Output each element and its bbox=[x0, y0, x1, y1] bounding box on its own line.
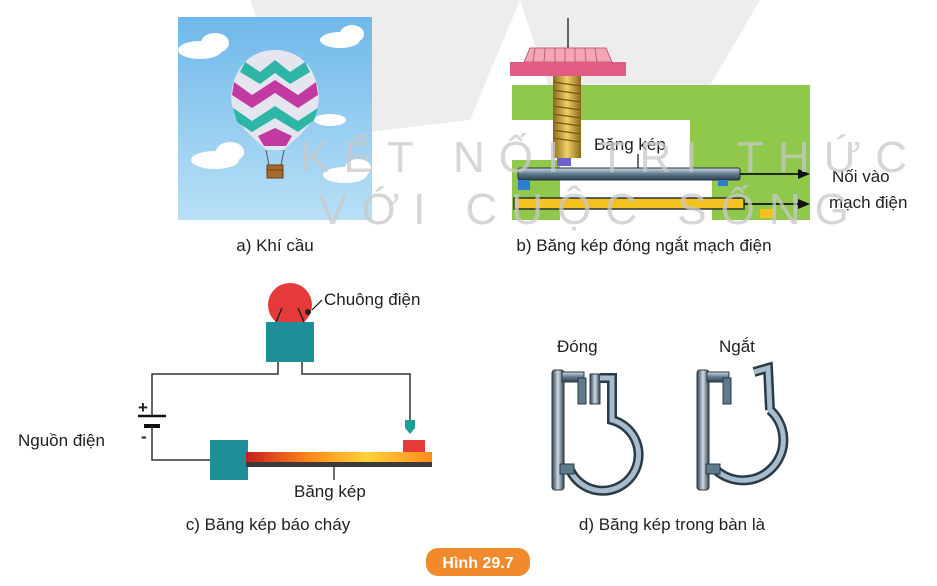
panel-d-iron bbox=[551, 361, 789, 496]
caption-a: a) Khí cầu bbox=[236, 236, 314, 255]
bell-hammer bbox=[305, 309, 311, 315]
circuit-wires bbox=[151, 360, 411, 461]
alarm-contact bbox=[405, 420, 415, 434]
caption-b: b) Băng kép đóng ngắt mạch điện bbox=[516, 236, 771, 255]
bimetal-strip-hot bbox=[246, 452, 432, 462]
mounting-block bbox=[210, 440, 248, 480]
figure-badge-text: Hình 29.7 bbox=[442, 555, 513, 572]
adjust-knob-icon bbox=[523, 47, 613, 63]
strip-tip-contact bbox=[718, 180, 728, 186]
label-connect-2: mạch điện bbox=[829, 193, 907, 212]
iron-open-strip bbox=[696, 361, 789, 491]
label-strip-b: Băng kép bbox=[594, 135, 666, 154]
bell-icon bbox=[268, 283, 312, 327]
panel-b-switch bbox=[510, 18, 810, 220]
fixed-contact-foot bbox=[760, 209, 774, 218]
green-frame bbox=[512, 85, 810, 220]
contact-blue bbox=[518, 180, 530, 190]
arrow-head-1 bbox=[798, 169, 810, 179]
panel-a-balloon bbox=[178, 17, 372, 220]
label-closed: Đóng bbox=[557, 337, 598, 356]
label-source: Nguồn điện bbox=[18, 431, 105, 450]
caption-c: c) Băng kép báo cháy bbox=[186, 515, 351, 534]
bell-box bbox=[266, 322, 314, 362]
figure-badge bbox=[426, 548, 530, 576]
label-open: Ngắt bbox=[719, 337, 755, 356]
panel-c-fire-alarm bbox=[138, 283, 432, 480]
bimetal-strip-lower bbox=[246, 462, 432, 467]
watermark-line-2: VỚI CUỘC SỐNG bbox=[318, 183, 863, 234]
label-strip-c: Băng kép bbox=[294, 482, 366, 501]
label-bell: Chuông điện bbox=[324, 290, 420, 309]
watermark-line-1: KẾT NỐI TRI THỨC bbox=[300, 131, 921, 182]
bell-hammer-arms bbox=[275, 307, 305, 323]
contact-purple bbox=[557, 158, 571, 166]
arrow-head-2 bbox=[798, 199, 810, 209]
cloud-icon bbox=[178, 25, 371, 183]
label-connect-1: Nối vào bbox=[832, 167, 890, 186]
label-minus: - bbox=[141, 427, 147, 446]
iron-closed-strip bbox=[551, 369, 644, 496]
knob-base bbox=[510, 62, 626, 76]
caption-d: d) Băng kép trong bàn là bbox=[579, 515, 766, 534]
label-plus: + bbox=[138, 398, 148, 417]
strip-contact bbox=[403, 440, 425, 452]
balloon-icon bbox=[231, 50, 319, 179]
bell-leader-line bbox=[311, 299, 323, 311]
